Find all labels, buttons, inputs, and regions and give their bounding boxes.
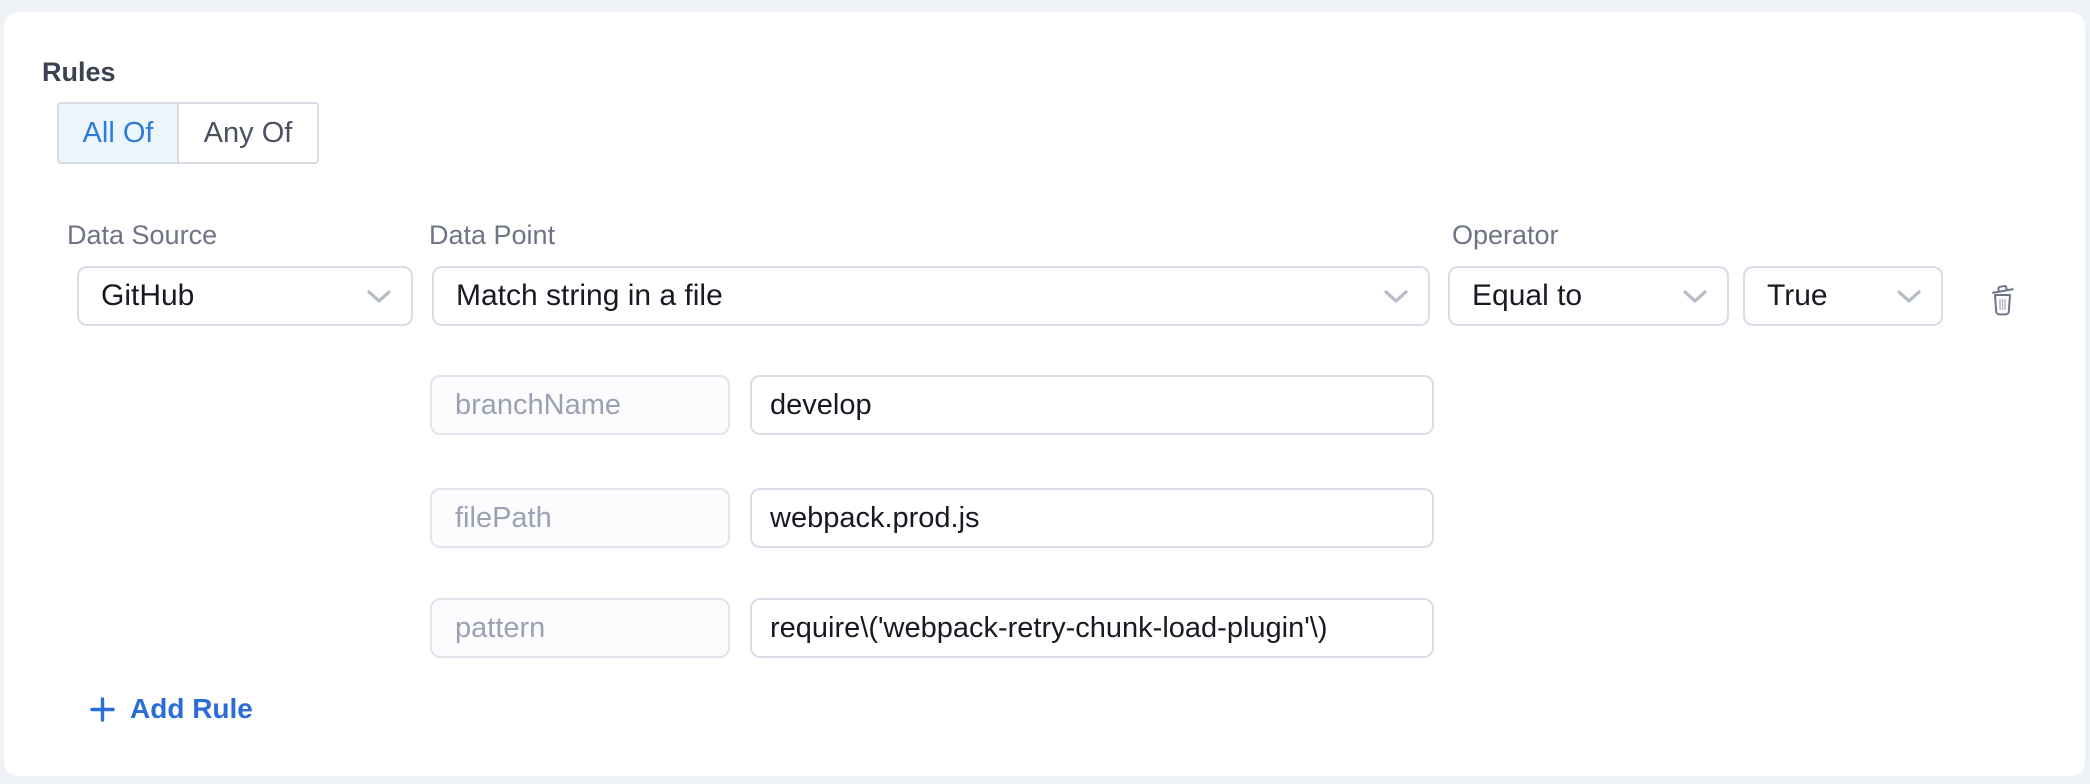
data-source-select[interactable]: GitHub [77,266,413,326]
toggle-option-any-of[interactable]: Any Of [177,104,317,162]
rules-title: Rules [42,57,116,87]
data-source-label: Data Source [67,220,218,250]
expected-value-select[interactable]: True [1743,266,1943,326]
param-name-box: filePath [430,488,730,548]
param-value-input[interactable] [750,488,1434,548]
operator-value: Equal to [1472,279,1583,312]
param-row: filePath [4,488,2085,548]
trash-icon [1991,284,2014,315]
param-row: pattern [4,598,2085,658]
data-point-label: Data Point [429,220,556,250]
delete-rule-button[interactable] [1980,272,2024,322]
plus-icon [90,696,115,722]
expected-value: True [1767,279,1828,312]
add-rule-label: Add Rule [130,693,253,724]
param-value-input[interactable] [750,598,1434,658]
data-point-select[interactable]: Match string in a file [432,266,1430,326]
param-value-input[interactable] [750,375,1434,435]
add-rule-button[interactable]: Add Rule [89,690,253,728]
data-source-value: GitHub [101,279,195,312]
data-point-value: Match string in a file [456,279,723,312]
param-row: branchName [4,375,2085,435]
operator-select[interactable]: Equal to [1448,266,1729,326]
chevron-down-icon [367,290,391,303]
rules-card: Rules All Of Any Of Data Source Data Poi… [4,12,2085,776]
toggle-option-all-of[interactable]: All Of [59,104,177,162]
chevron-down-icon [1384,290,1408,303]
operator-label: Operator [1452,220,1559,250]
param-name-box: pattern [430,598,730,658]
chevron-down-icon [1897,290,1921,303]
param-name-box: branchName [430,375,730,435]
chevron-down-icon [1683,290,1707,303]
match-mode-toggle: All Of Any Of [57,102,319,164]
